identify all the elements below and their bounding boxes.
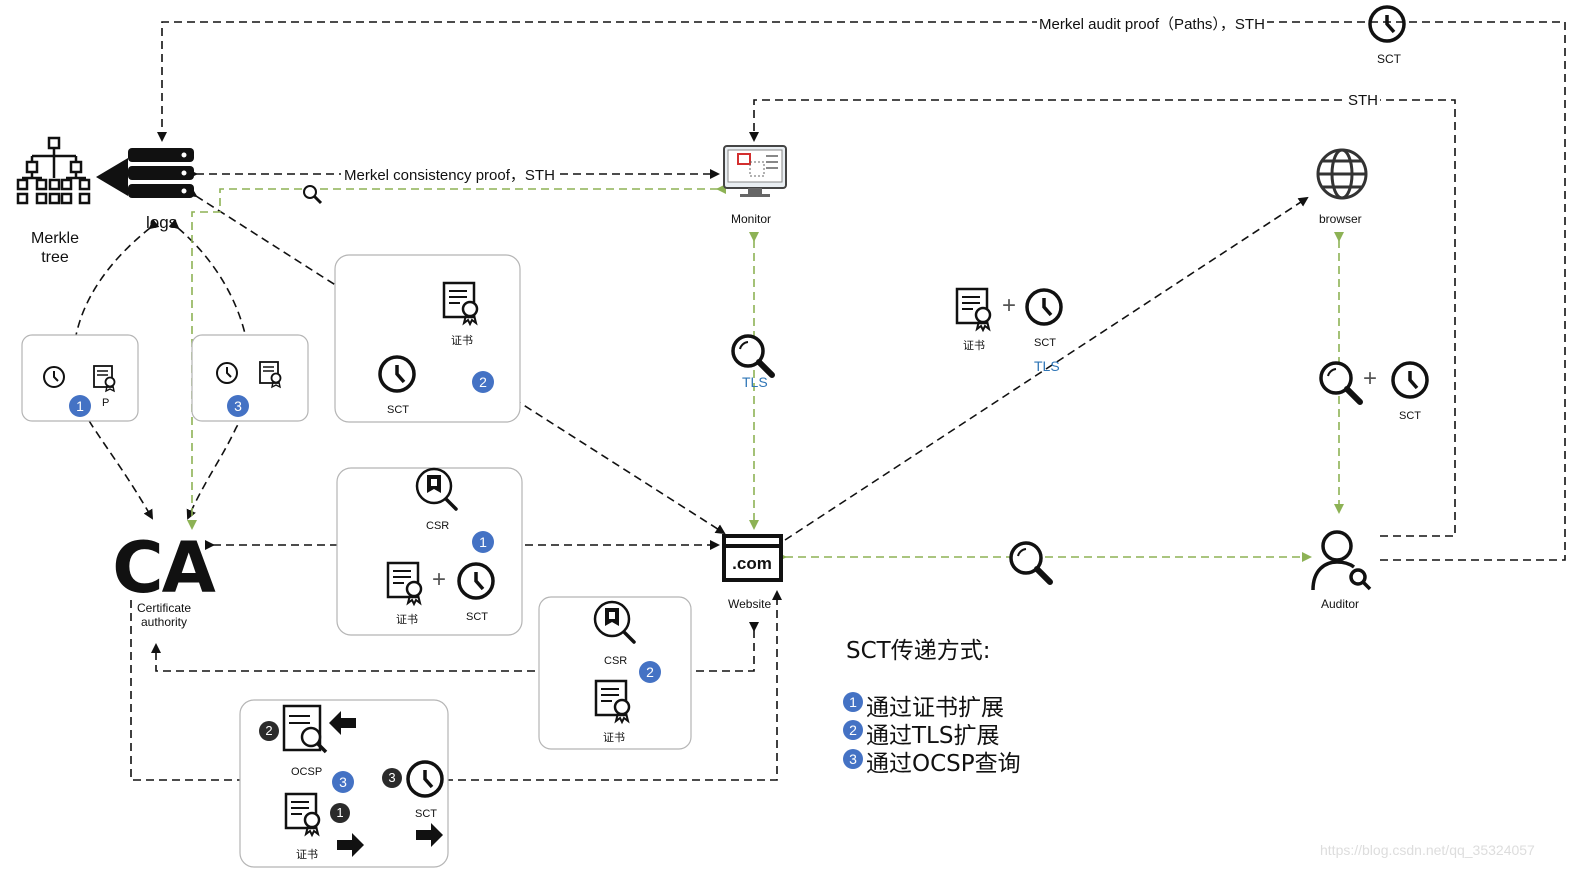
tls-label: TLS xyxy=(742,374,768,390)
clock-icon xyxy=(1391,361,1429,399)
legend-badge-2: 2 xyxy=(843,720,863,740)
badge-3: 3 xyxy=(227,395,249,417)
certificate-icon xyxy=(284,792,321,837)
plus-sign: + xyxy=(1363,365,1378,392)
tls-label: TLS xyxy=(1034,358,1060,374)
legend-badge-3: 3 xyxy=(843,749,863,769)
cert-label: 证书 xyxy=(963,340,985,352)
badge-2: 2 xyxy=(639,661,661,683)
certificate-icon xyxy=(259,361,282,388)
badge-1: 1 xyxy=(472,531,494,553)
magnifier-icon xyxy=(1011,543,1050,582)
sct-label: SCT xyxy=(466,611,488,623)
ca-label: Certificate authority xyxy=(136,601,192,629)
ocsp-icon xyxy=(282,704,328,754)
certificate-icon xyxy=(386,561,423,606)
badge-dark-2: 2 xyxy=(259,721,279,741)
certificate-icon xyxy=(594,679,631,724)
sct-label: SCT xyxy=(415,808,437,820)
csr-label: CSR xyxy=(604,655,628,667)
csr-label: CSR xyxy=(426,520,450,532)
edge-audit-proof xyxy=(157,21,1566,561)
monitor-label: Monitor xyxy=(731,212,772,226)
clock-icon xyxy=(1025,288,1063,326)
legend-badge-1: 1 xyxy=(843,692,863,712)
edge-label-consistency: Merkel consistency proof，STH xyxy=(341,164,558,185)
sct-label: SCT xyxy=(387,404,409,416)
legend-title: SCT传递方式: xyxy=(846,638,991,664)
box-csr2 xyxy=(538,596,692,750)
edge-label-audit-proof: Merkel audit proof（Paths），STH xyxy=(1037,13,1267,34)
sct-label: SCT xyxy=(1377,52,1401,66)
edge-website-browser xyxy=(784,196,1309,541)
server-icon xyxy=(96,148,194,198)
plus-sign: + xyxy=(1002,292,1017,319)
cert-label: 证书 xyxy=(396,614,418,626)
legend-item-1: 通过证书扩展 xyxy=(866,695,1004,721)
cert-label: 证书 xyxy=(296,849,318,861)
globe-icon xyxy=(1316,148,1368,200)
ocsp-label: OCSP xyxy=(291,766,323,778)
cert-label: 证书 xyxy=(603,732,625,744)
badge-dark-1: 1 xyxy=(330,803,350,823)
magnifier-icon xyxy=(1321,363,1360,402)
edge-green-monitor-ca xyxy=(187,184,726,530)
magnifier-icon xyxy=(303,185,323,205)
p-label: P xyxy=(102,397,110,409)
logs-label: logs xyxy=(146,213,178,232)
box-p-1 xyxy=(21,334,139,422)
ca-logo: CA xyxy=(112,527,215,609)
box-cert-ext xyxy=(336,467,523,636)
auditor-icon xyxy=(1311,530,1372,591)
clock-icon xyxy=(1368,5,1406,43)
merkle-tree-label: Merkle tree xyxy=(30,230,79,266)
sct-label: SCT xyxy=(1034,337,1056,349)
sct-label: SCT xyxy=(1399,410,1421,422)
auditor-label: Auditor xyxy=(1321,597,1360,611)
box-p-3 xyxy=(191,334,309,422)
cert-label: 证书 xyxy=(451,335,473,347)
edge-label-sth: STH xyxy=(1346,92,1380,109)
website-label: Website xyxy=(728,597,772,611)
monitor-icon xyxy=(723,145,787,197)
website-logo: .com xyxy=(732,554,772,573)
website-icon: .com xyxy=(722,534,783,582)
certificate-icon xyxy=(93,365,116,392)
badge-3: 3 xyxy=(332,771,354,793)
edge-csr2 xyxy=(151,622,759,672)
plus-sign: + xyxy=(432,566,447,593)
badge-dark-3: 3 xyxy=(382,768,402,788)
badge-1: 1 xyxy=(69,395,91,417)
merkle-tree-icon xyxy=(16,136,91,205)
watermark: https://blog.csdn.net/qq_35324057 xyxy=(1320,842,1535,858)
certificate-icon xyxy=(442,281,479,326)
certificate-icon xyxy=(955,287,992,332)
badge-2: 2 xyxy=(472,371,494,393)
legend-item-2: 通过TLS扩展 xyxy=(866,723,1000,749)
box-tls xyxy=(334,254,521,423)
browser-label: browser xyxy=(1319,212,1362,226)
legend-item-3: 通过OCSP查询 xyxy=(866,751,1021,777)
magnifier-icon xyxy=(733,336,772,375)
edge-sth xyxy=(749,99,1456,537)
